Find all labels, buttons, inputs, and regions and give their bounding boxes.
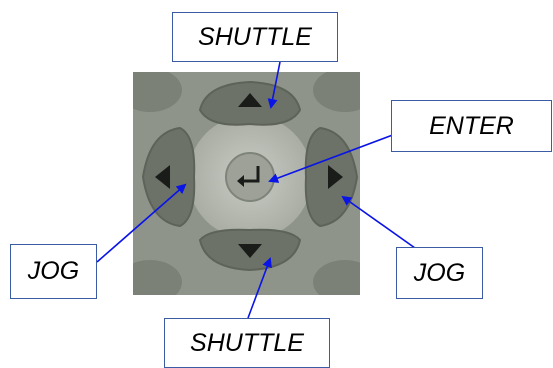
jog-left-label: JOG <box>10 244 97 299</box>
shuttle-down-button[interactable] <box>198 228 302 272</box>
pointer-jog-right <box>341 195 416 249</box>
corner-button-bottom-left <box>133 260 182 295</box>
arrow-left-icon <box>155 165 170 189</box>
arrow-down-icon <box>238 244 262 258</box>
pointer-arrows <box>96 61 416 319</box>
enter-button[interactable] <box>225 152 275 202</box>
arrow-up-icon <box>238 93 262 107</box>
jog-left-button[interactable] <box>141 126 196 228</box>
shuttle-bottom-label: SHUTTLE <box>164 318 330 368</box>
corner-button-bottom-right <box>313 260 360 295</box>
shuttle-bottom-label-text: SHUTTLE <box>190 328 304 357</box>
jog-right-label-text: JOG <box>413 258 466 287</box>
pointer-jog-left <box>96 183 187 263</box>
enter-label: ENTER <box>391 100 552 152</box>
pointer-shuttle-bottom <box>247 257 272 319</box>
jog-right-label: JOG <box>396 247 483 299</box>
shuttle-up-button[interactable] <box>198 80 302 126</box>
pointer-shuttle-top <box>267 61 281 109</box>
corner-button-top-left <box>133 72 182 112</box>
remote-photo <box>133 72 360 295</box>
enter-icon <box>237 166 260 187</box>
shuttle-top-label-text: SHUTTLE <box>198 22 312 51</box>
enter-label-text: ENTER <box>429 111 514 140</box>
jog-left-label-text: JOG <box>27 257 80 285</box>
shuttle-top-label: SHUTTLE <box>172 12 338 62</box>
pointer-enter <box>268 132 399 183</box>
arrow-right-icon <box>328 165 343 189</box>
corner-button-top-right <box>313 72 360 112</box>
